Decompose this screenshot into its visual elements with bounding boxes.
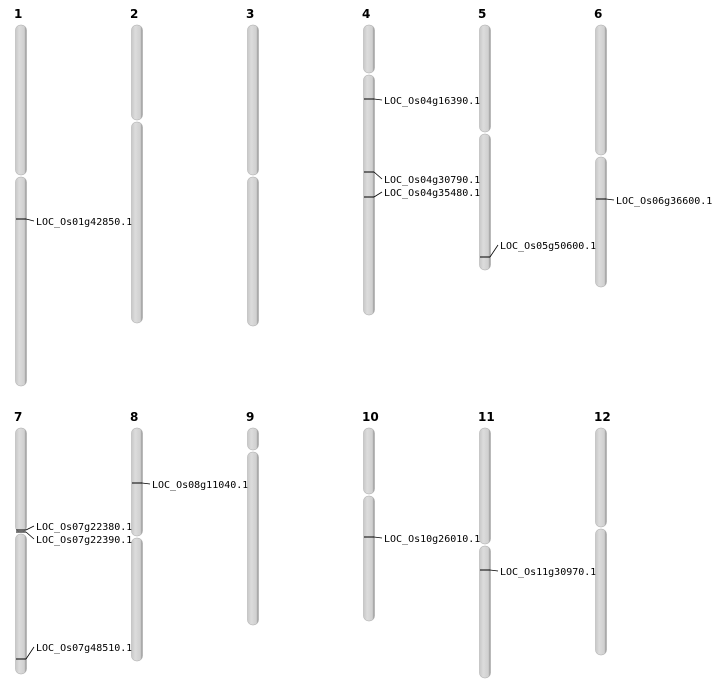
chromosome-2: 2: [130, 7, 143, 324]
gene-label: LOC_Os10g26010.1: [384, 534, 480, 545]
chromosome-label: 9: [246, 410, 254, 424]
chromosome-arm-q: [131, 537, 143, 662]
gene-marker: LOC_Os05g50600.1: [480, 241, 596, 258]
chromosome-label: 6: [594, 7, 602, 21]
chromosome-label: 8: [130, 410, 138, 424]
gene-label: LOC_Os04g16390.1: [384, 96, 480, 107]
chromosome-arm-p: [247, 24, 259, 176]
chromosome-9: 9: [246, 410, 259, 626]
chromosome-arm-q: [15, 533, 27, 675]
chromosome-label: 2: [130, 7, 138, 21]
chromosome-arm-p: [479, 427, 491, 545]
gene-marker: LOC_Os04g35480.1: [364, 188, 480, 199]
gene-label: LOC_Os07g22380.1: [36, 522, 132, 533]
gene-label: LOC_Os05g50600.1: [500, 241, 596, 252]
gene-label: LOC_Os01g42850.1: [36, 217, 132, 228]
chromosome-arm-q: [247, 451, 259, 626]
gene-label: LOC_Os06g36600.1: [616, 196, 712, 207]
gene-marker: LOC_Os10g26010.1: [364, 534, 480, 545]
chromosome-7: 7LOC_Os07g22380.1LOC_Os07g22390.1LOC_Os0…: [14, 410, 132, 675]
gene-label: LOC_Os04g30790.1: [384, 175, 480, 186]
gene-marker: LOC_Os07g22380.1: [16, 522, 132, 533]
chromosome-arm-p: [15, 24, 27, 176]
chromosome-label: 11: [478, 410, 495, 424]
chromosome-arm-p: [131, 427, 143, 537]
chromosome-arm-q: [363, 495, 375, 622]
chromosome-arm-q: [363, 74, 375, 316]
chromosome-label: 12: [594, 410, 611, 424]
chromosome-label: 5: [478, 7, 486, 21]
gene-marker: LOC_Os06g36600.1: [596, 196, 712, 207]
chromosome-arm-p: [595, 427, 607, 528]
chromosome-arm-p: [363, 427, 375, 495]
chromosome-arm-q: [131, 121, 143, 324]
chromosome-label: 7: [14, 410, 22, 424]
chromosome-label: 3: [246, 7, 254, 21]
chromosome-arm-p: [15, 427, 27, 533]
chromosome-arm-p: [479, 24, 491, 133]
chromosome-label: 4: [362, 7, 370, 21]
gene-marker: LOC_Os07g22390.1: [16, 531, 132, 546]
gene-marker: LOC_Os04g30790.1: [364, 171, 480, 186]
gene-marker: LOC_Os01g42850.1: [16, 217, 132, 228]
gene-label: LOC_Os11g30970.1: [500, 567, 596, 578]
chromosome-arm-q: [595, 156, 607, 288]
chromosome-3: 3: [246, 7, 259, 327]
gene-marker: LOC_Os08g11040.1: [132, 480, 248, 491]
chromosome-arm-q: [479, 545, 491, 679]
chromosome-label: 10: [362, 410, 379, 424]
gene-label: LOC_Os08g11040.1: [152, 480, 248, 491]
chromosome-arm-p: [595, 24, 607, 156]
chromosome-arm-q: [595, 528, 607, 656]
chromosome-label: 1: [14, 7, 22, 21]
chromosome-4: 4LOC_Os04g16390.1LOC_Os04g30790.1LOC_Os0…: [362, 7, 480, 316]
gene-label: LOC_Os07g22390.1: [36, 535, 132, 546]
gene-marker: LOC_Os07g48510.1: [16, 643, 132, 660]
chromosome-arm-p: [247, 427, 259, 451]
chromosome-arm-q: [247, 176, 259, 327]
chromosome-arm-p: [363, 24, 375, 74]
chromosome-arm-p: [131, 24, 143, 121]
chromosome-12: 12: [594, 410, 611, 656]
gene-marker: LOC_Os11g30970.1: [480, 567, 596, 578]
gene-marker: LOC_Os04g16390.1: [364, 96, 480, 107]
gene-label: LOC_Os07g48510.1: [36, 643, 132, 654]
chromosome-arm-q: [479, 133, 491, 271]
chromosome-arm-q: [15, 176, 27, 387]
gene-label: LOC_Os04g35480.1: [384, 188, 480, 199]
